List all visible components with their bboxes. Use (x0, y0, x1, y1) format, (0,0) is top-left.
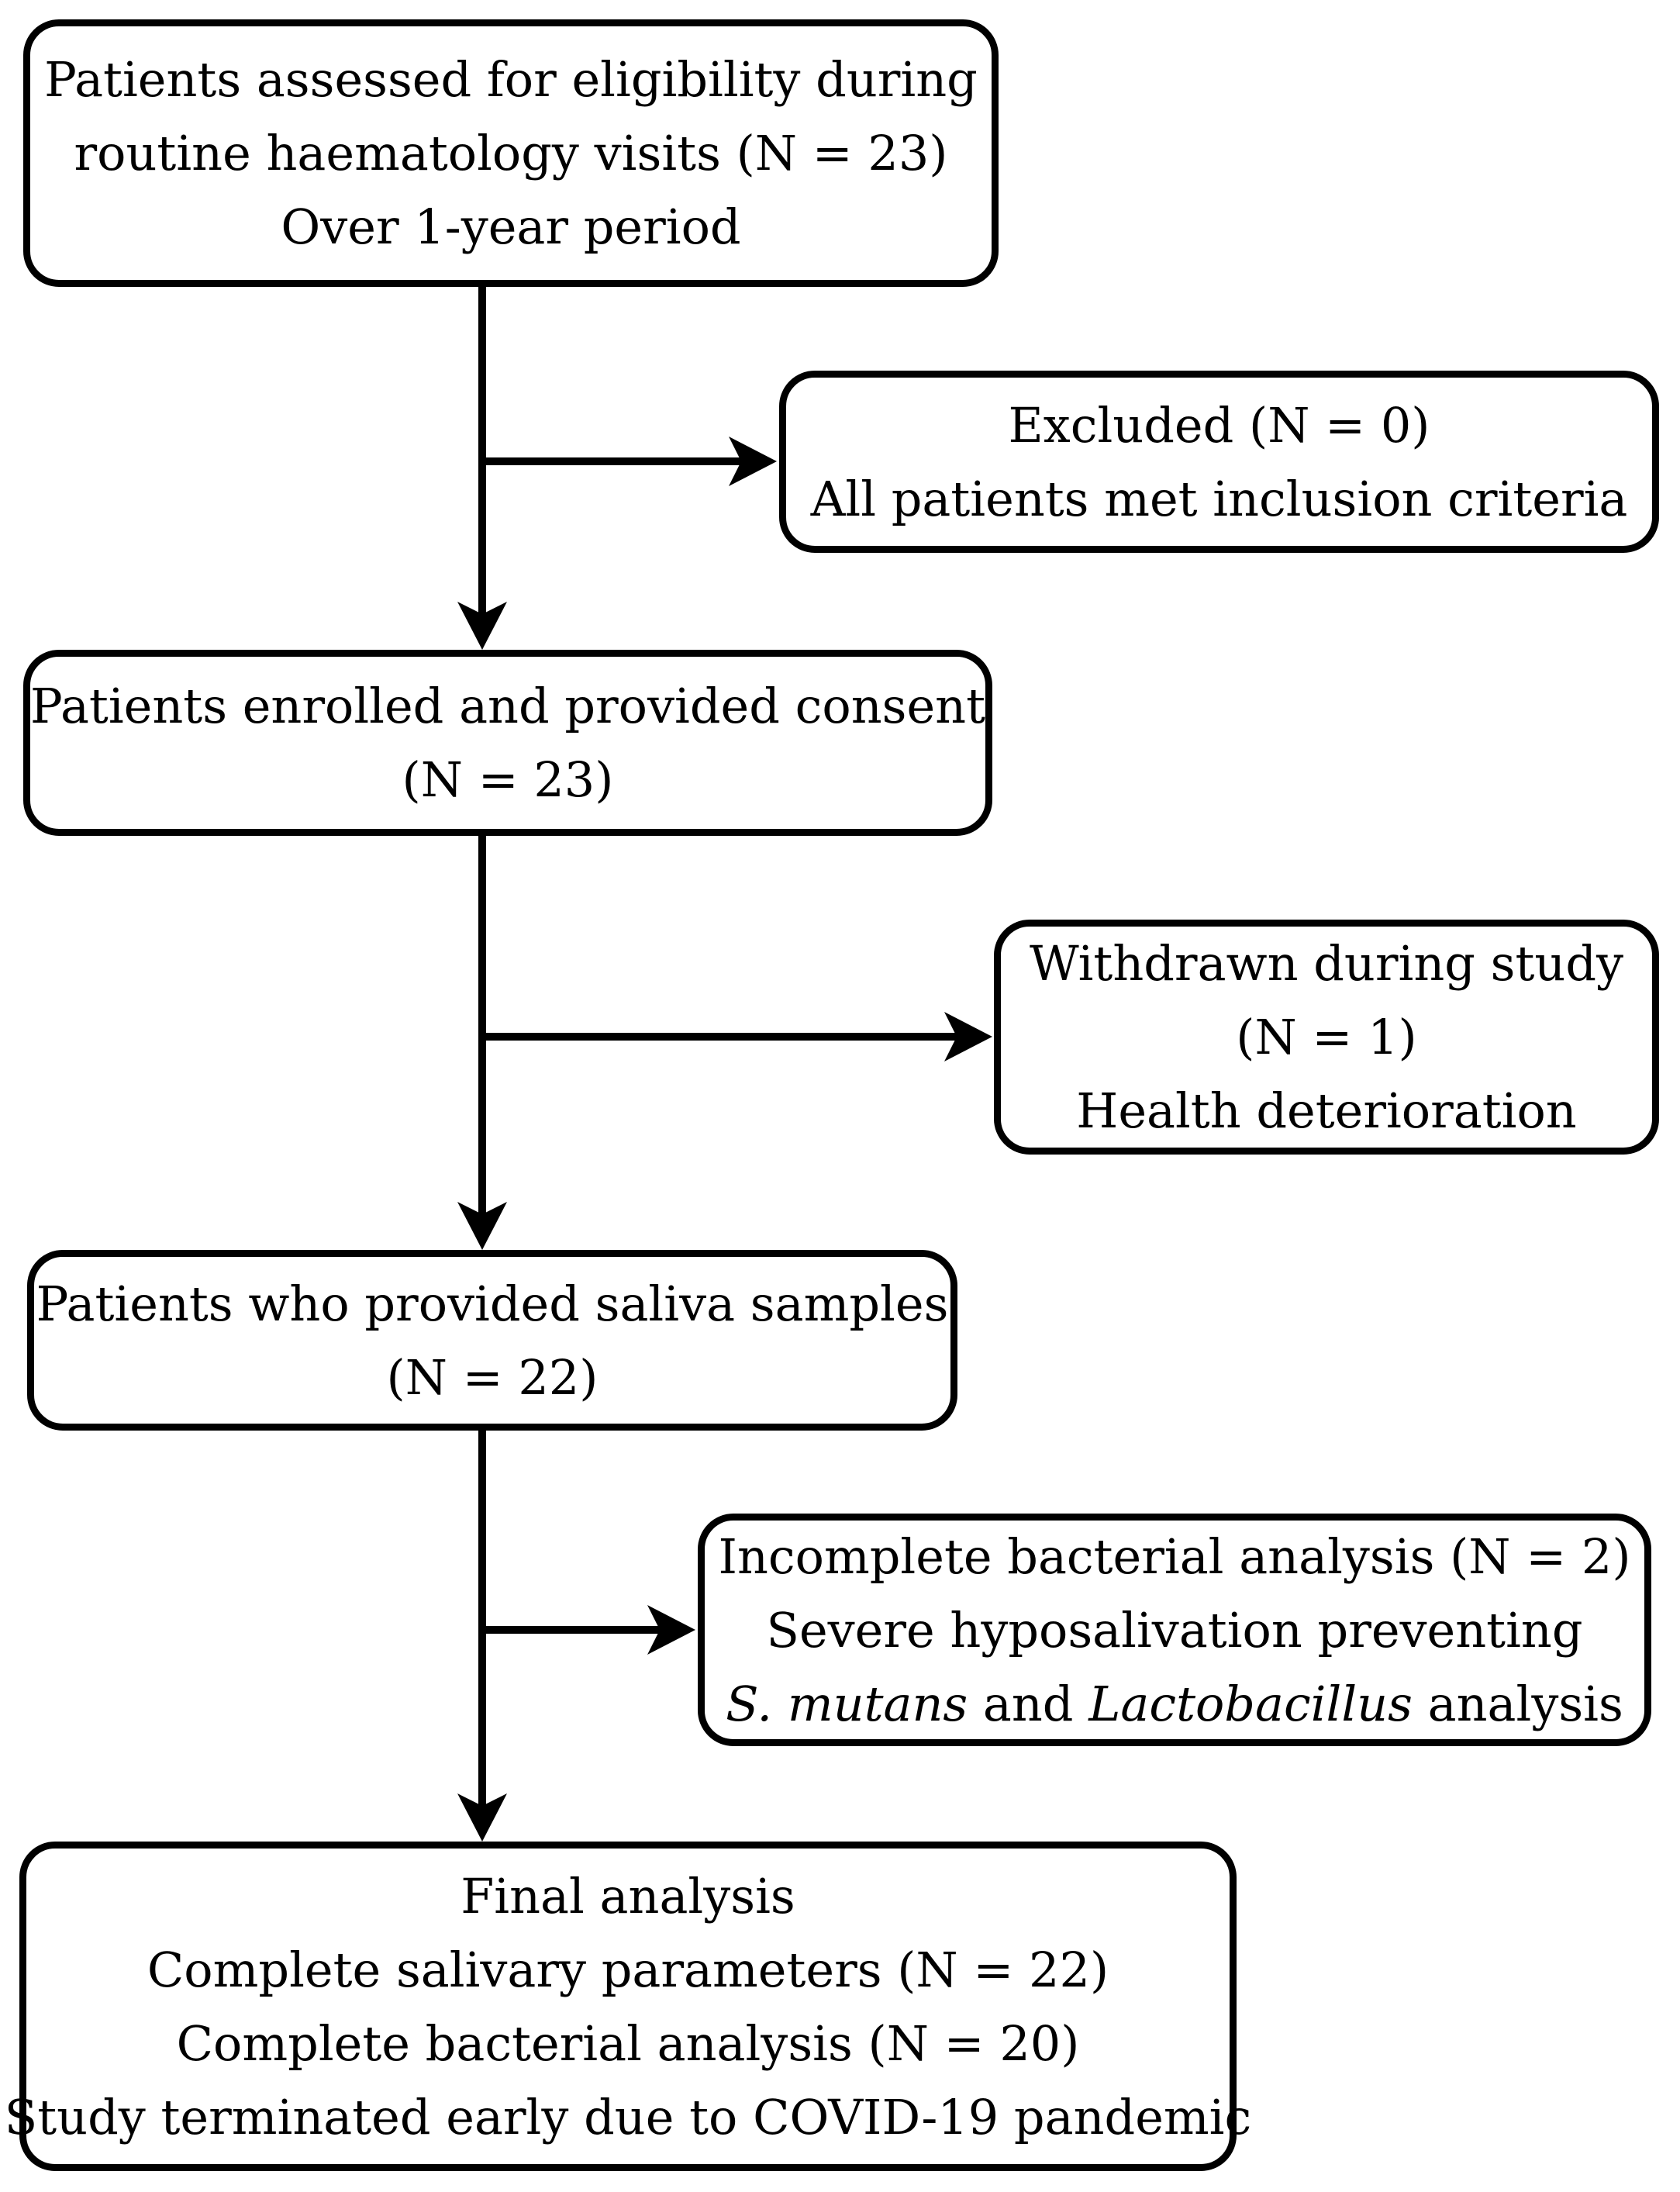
eligibility-line-2: routine haematology visits (N = 23) (74, 125, 948, 181)
arrowhead-down-icon (457, 1793, 507, 1842)
arrowhead-right-icon (944, 1012, 992, 1061)
final-analysis-box: Final analysis Complete salivary paramet… (5, 1842, 1251, 2171)
incomplete-line-3: S. mutans and Lactobacillus analysis (726, 1667, 1623, 1741)
arrowhead-right-icon (729, 437, 777, 486)
final-line-3: Complete bacterial analysis (N = 20) (176, 2014, 1080, 2072)
arrowhead-down-icon (457, 602, 507, 650)
arrowhead-down-icon (457, 1202, 507, 1250)
excluded-box: Excluded (N = 0) All patients met inclus… (779, 371, 1659, 553)
incomplete-line-3-end: analysis (1412, 1675, 1623, 1732)
eligibility-line-1: Patients assessed for eligibility during (44, 51, 978, 108)
incomplete-analysis-box: Incomplete bacterial analysis (N = 2) Se… (698, 1514, 1651, 1746)
enrolled-line-1: Patients enrolled and provided consent (30, 678, 985, 734)
excluded-line-2: All patients met inclusion criteria (810, 470, 1628, 527)
withdrawn-line-2: (N = 1) (1236, 1009, 1417, 1065)
withdrawn-line-1: Withdrawn during study (1029, 935, 1624, 992)
saliva-samples-box: Patients who provided saliva samples (N … (27, 1250, 957, 1431)
incomplete-line-2: Severe hyposalivation preventing (766, 1601, 1583, 1659)
arrowhead-right-icon (647, 1605, 695, 1655)
withdrawn-line-3: Health deterioration (1076, 1082, 1577, 1139)
enrolled-box: Patients enrolled and provided consent (… (23, 650, 992, 836)
enrolled-line-2: (N = 23) (402, 751, 614, 808)
saliva-line-1: Patients who provided saliva samples (36, 1275, 949, 1332)
final-line-4: Study terminated early due to COVID-19 p… (4, 2088, 1252, 2145)
species-name-lactobacillus: Lactobacillus (1088, 1675, 1413, 1732)
withdrawn-box: Withdrawn during study (N = 1) Health de… (994, 920, 1659, 1155)
final-line-1: Final analysis (461, 1867, 795, 1924)
eligibility-box: Patients assessed for eligibility during… (23, 19, 999, 287)
incomplete-line-3-mid: and (968, 1675, 1089, 1732)
species-name-s-mutans: S. mutans (726, 1675, 968, 1732)
saliva-line-2: (N = 22) (386, 1348, 599, 1406)
eligibility-line-3: Over 1-year period (281, 198, 741, 255)
excluded-line-1: Excluded (N = 0) (1008, 396, 1430, 454)
incomplete-line-1: Incomplete bacterial analysis (N = 2) (718, 1527, 1631, 1585)
final-line-2: Complete salivary parameters (N = 22) (147, 1941, 1109, 1998)
